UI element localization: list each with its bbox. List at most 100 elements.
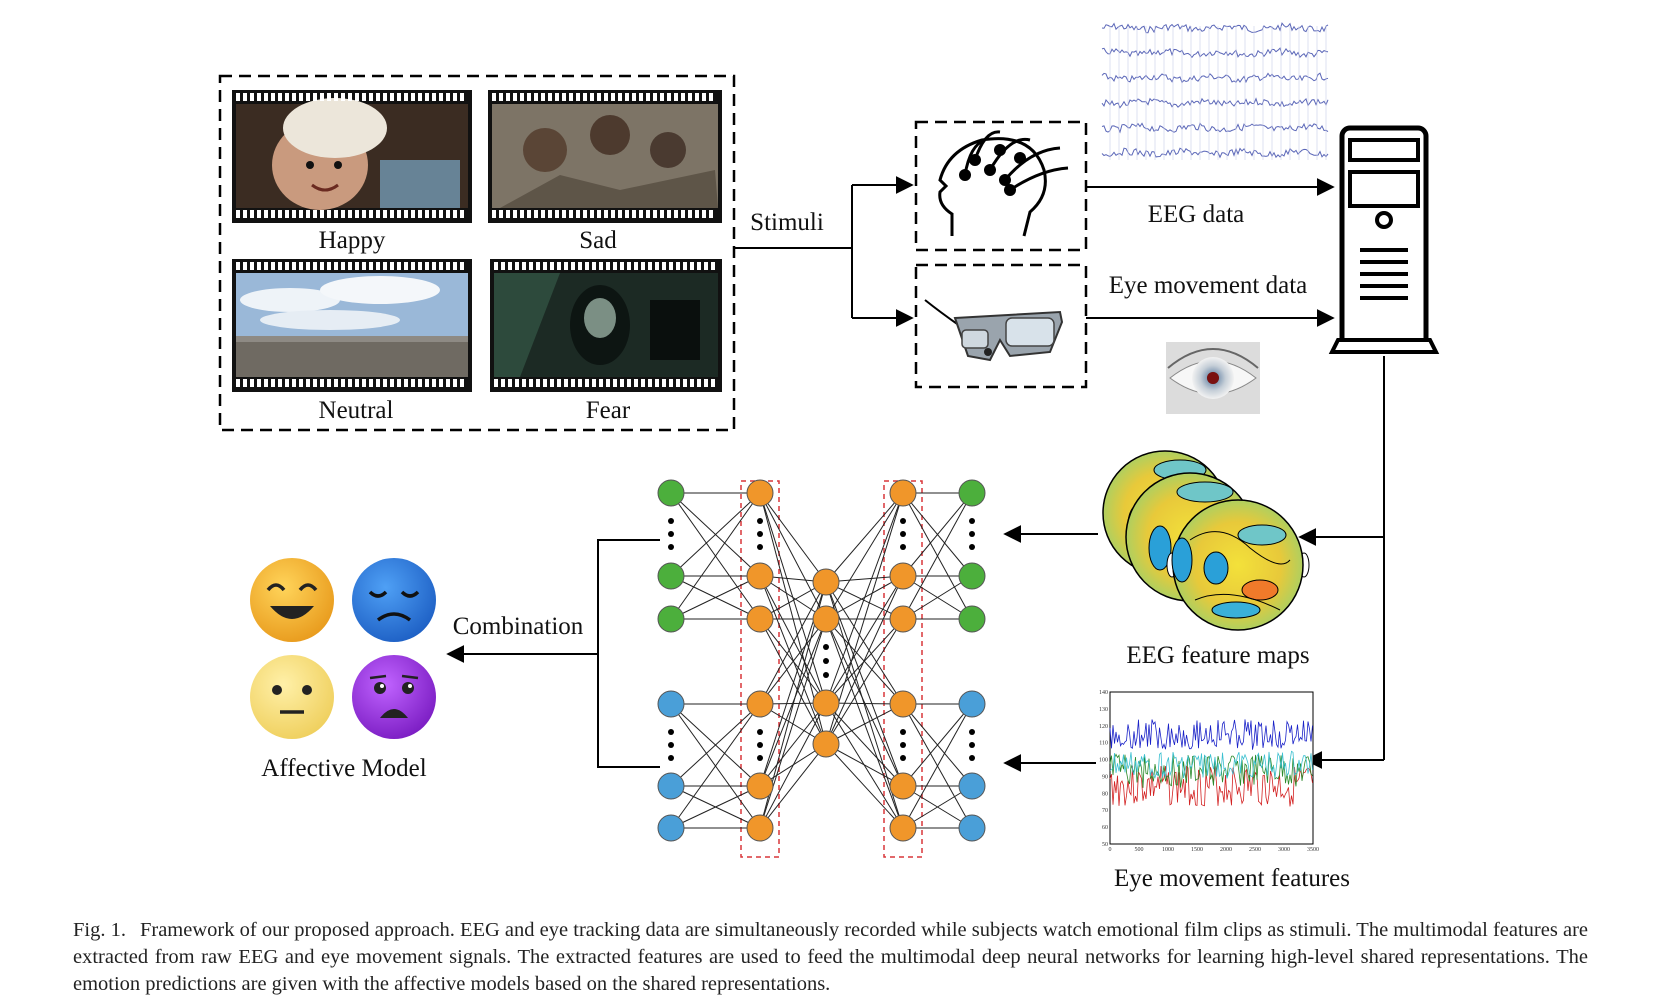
- fear-face-icon: [352, 655, 436, 739]
- eye-plot-y-ticks: 140 130 120 110 100 90 80 70 60 50: [1099, 690, 1108, 848]
- y-tick-label: 130: [1099, 707, 1108, 713]
- y-tick-label: 80: [1102, 791, 1108, 797]
- nn-node: [958, 690, 986, 718]
- nn-node: [746, 562, 774, 590]
- nn-node: [889, 814, 917, 842]
- film-clip-fear: [490, 259, 722, 392]
- eye-plot-x-ticks: 0 500 1000 1500 2000 2500 3000 3500: [1109, 847, 1320, 853]
- eeg-channel-trace: [1101, 47, 1329, 59]
- affective-model-label: Affective Model: [261, 755, 427, 782]
- x-tick-label: 500: [1135, 847, 1144, 853]
- eeg-channel-trace: [1101, 97, 1329, 109]
- nn-node: [889, 479, 917, 507]
- signal-arrows: EEG data Eye movement data: [1086, 178, 1335, 327]
- y-tick-label: 90: [1102, 774, 1108, 780]
- nn-node: [657, 814, 685, 842]
- nn-node: [889, 562, 917, 590]
- x-tick-label: 0: [1109, 847, 1112, 853]
- computer-tower-icon: [1328, 125, 1440, 354]
- nn-node: [746, 772, 774, 800]
- y-tick-label: 120: [1099, 724, 1108, 730]
- figure-number: Fig. 1.: [73, 919, 126, 941]
- x-tick-label: 1500: [1191, 847, 1203, 853]
- stimuli-arrow-label: Stimuli: [750, 209, 824, 236]
- nn-node: [812, 730, 840, 758]
- eye-feature-trace: [1109, 765, 1313, 807]
- nn-node: [812, 689, 840, 717]
- sad-face-icon: [352, 558, 436, 642]
- nn-node: [812, 605, 840, 633]
- nn-node: [657, 690, 685, 718]
- eye-movement-features-label: Eye movement features: [1114, 865, 1350, 892]
- eeg-feature-maps: [1102, 450, 1310, 631]
- nn-node: [746, 605, 774, 633]
- eeg-data-label: EEG data: [1148, 201, 1244, 228]
- nn-node: [889, 690, 917, 718]
- eeg-channel-trace: [1101, 122, 1329, 134]
- nn-node: [746, 690, 774, 718]
- film-clip-sad: [488, 90, 722, 223]
- nn-node: [812, 568, 840, 596]
- neutral-face-icon: [250, 655, 334, 739]
- nn-node: [657, 562, 685, 590]
- x-tick-label: 3500: [1307, 847, 1319, 853]
- y-tick-label: 110: [1099, 741, 1108, 747]
- eye-data-label: Eye movement data: [1109, 272, 1308, 299]
- nn-node: [889, 605, 917, 633]
- topo-map: [1166, 499, 1310, 631]
- x-tick-label: 2000: [1220, 847, 1232, 853]
- feature-extraction-arrows: [1003, 356, 1385, 772]
- nn-node: [657, 605, 685, 633]
- film-clip-happy: [232, 90, 472, 223]
- eeg-cap-device: [914, 120, 1088, 252]
- eeg-channel-trace: [1101, 22, 1329, 34]
- film-sprockets: [236, 93, 715, 387]
- nn-node: [958, 479, 986, 507]
- eye-feature-trace: [1109, 719, 1313, 750]
- eye-plot-series: [1109, 719, 1313, 807]
- y-tick-label: 50: [1102, 842, 1108, 848]
- eeg-channel-trace: [1101, 147, 1329, 159]
- figure-caption: Fig. 1.Framework of our proposed approac…: [73, 917, 1588, 998]
- combination-arrows: Combination: [446, 539, 660, 768]
- x-tick-label: 2500: [1249, 847, 1261, 853]
- affective-model-faces: [250, 558, 436, 739]
- eeg-channel-trace: [1101, 72, 1329, 84]
- eeg-raw-traces: [1101, 22, 1329, 160]
- stimuli-panel: Happy Sad Neutral Fear: [218, 74, 736, 432]
- happy-face-icon: [250, 558, 334, 642]
- nn-node: [746, 479, 774, 507]
- nn-node: [958, 605, 986, 633]
- clip-label-happy: Happy: [319, 227, 386, 254]
- nn-node: [958, 562, 986, 590]
- nn-node: [657, 772, 685, 800]
- stimuli-arrows: Stimuli: [734, 176, 914, 327]
- eye-movement-features-plot: 140 130 120 110 100 90 80 70 60 50 0 500 1000 1500 20…: [1099, 690, 1319, 853]
- nn-connections: [670, 492, 973, 829]
- nn-node: [889, 772, 917, 800]
- combination-label: Combination: [453, 613, 584, 640]
- y-tick-label: 140: [1099, 690, 1108, 696]
- x-tick-label: 1000: [1162, 847, 1174, 853]
- film-clip-neutral: [232, 259, 472, 392]
- eye-image: [1166, 342, 1260, 414]
- y-tick-label: 60: [1102, 825, 1108, 831]
- nn-nodes: [657, 479, 986, 842]
- eye-tracker-device: [914, 263, 1088, 389]
- clip-label-fear: Fear: [586, 397, 631, 424]
- eeg-feature-maps-label: EEG feature maps: [1126, 642, 1309, 669]
- x-tick-label: 3000: [1278, 847, 1290, 853]
- nn-node: [657, 479, 685, 507]
- clip-label-sad: Sad: [579, 227, 617, 254]
- eye-feature-trace: [1109, 753, 1313, 788]
- deep-neural-network: [657, 479, 986, 858]
- eye-feature-trace: [1109, 750, 1313, 779]
- nn-node: [958, 772, 986, 800]
- nn-ellipsis: [668, 518, 975, 761]
- clip-label-neutral: Neutral: [319, 397, 394, 424]
- y-tick-label: 100: [1099, 758, 1108, 764]
- nn-node: [958, 814, 986, 842]
- y-tick-label: 70: [1102, 808, 1108, 814]
- nn-node: [746, 814, 774, 842]
